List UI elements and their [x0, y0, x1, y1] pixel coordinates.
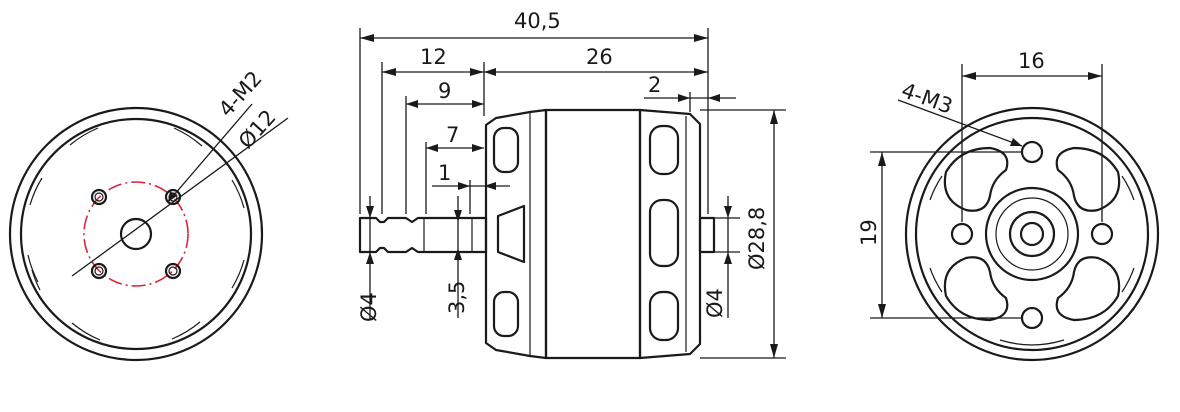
dim-body-length: 26	[586, 45, 613, 69]
front-thread-leader	[167, 103, 253, 203]
front-center-bore	[119, 217, 153, 251]
side-motor-body	[544, 108, 642, 360]
dim-body-diameter: Ø28,8	[745, 207, 769, 270]
side-rear-slots	[648, 124, 680, 342]
front-view: 4-M2 Ø12	[8, 66, 289, 362]
front-bolt-circle	[83, 181, 189, 287]
dim-hole-spacing-vertical: 19	[857, 219, 881, 246]
front-outer-rim	[8, 106, 264, 362]
rear-shaft-end	[1019, 221, 1045, 247]
rear-inner-rim	[914, 116, 1150, 352]
dim-hole-spacing-horizontal: 16	[1018, 49, 1045, 73]
side-dimensions: 40,5 12 26 9 7 1	[357, 9, 786, 359]
front-inner-rim	[19, 117, 253, 351]
dim-overall-length: 40,5	[514, 9, 561, 33]
dim-rear-gap: 2	[648, 73, 661, 97]
side-front-slots	[492, 126, 526, 338]
rear-hub-ring	[995, 197, 1069, 271]
front-rim-slots	[27, 127, 245, 341]
rear-outer-rim	[904, 106, 1160, 362]
rear-mount-holes	[950, 140, 1114, 330]
rear-thread-callout: 4-M3	[898, 78, 955, 118]
side-view: 40,5 12 26 9 7 1	[357, 9, 786, 360]
front-mount-holes	[90, 188, 182, 280]
rear-rim-slots	[929, 175, 1135, 346]
rear-hub-outer	[984, 186, 1080, 282]
rear-hub-inner	[1008, 210, 1056, 258]
front-pcd-leader	[71, 117, 289, 277]
dim-step-9: 9	[438, 79, 451, 103]
dim-step-1: 1	[438, 161, 451, 185]
rear-view: 16 19 4-M3	[857, 49, 1160, 362]
rear-dimensions: 16 19 4-M3	[857, 49, 1103, 319]
side-rear-shaft	[698, 216, 716, 254]
dim-step-7: 7	[446, 123, 459, 147]
dim-shaft-flat: 3,5	[445, 281, 469, 314]
side-front-shaft	[358, 216, 488, 254]
rear-thread-leader	[897, 99, 1023, 147]
dim-rear-shaft-diameter: Ø4	[703, 288, 727, 318]
side-rear-bell	[638, 108, 702, 360]
dim-shaft-end: 12	[420, 45, 447, 69]
dim-shaft-diameter: Ø4	[357, 292, 381, 322]
